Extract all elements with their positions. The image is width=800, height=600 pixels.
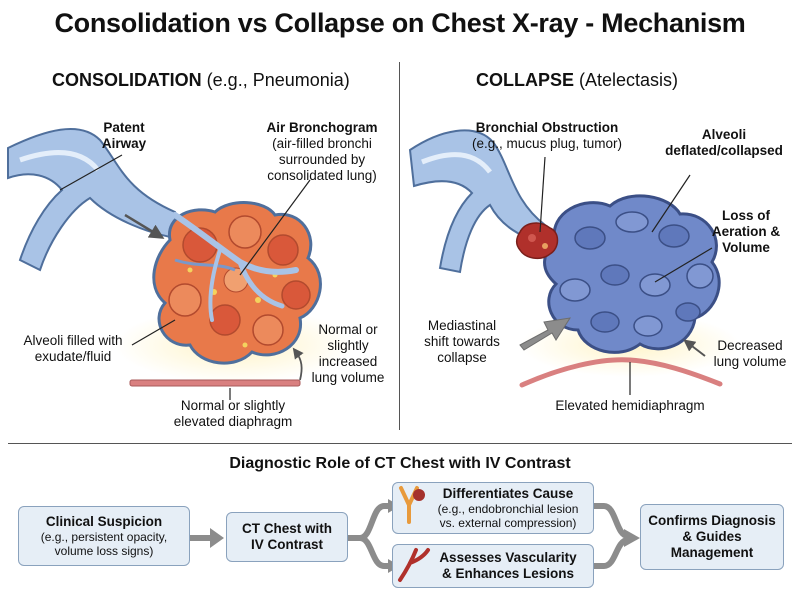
loss-aeration-label: Loss of Aeration & Volume xyxy=(711,208,781,255)
normal-diaphragm-label: Normal or slightly elevated diaphragm xyxy=(173,398,293,429)
normal-diaphragm xyxy=(129,379,301,387)
collapse-airway-icon xyxy=(408,129,557,274)
elevated-hemidiaphragm-label: Elevated hemidiaphragm xyxy=(555,398,705,413)
alveoli-filled-label: Alveoli filled with exudate/fluid xyxy=(23,333,123,364)
mediastinal-shift-arrow-icon xyxy=(519,317,572,351)
airflow-arrow-icon xyxy=(124,213,165,239)
confirms-diagnosis-box: Confirms Diagnosis & Guides Management xyxy=(640,504,784,570)
elevated-hemidiaphragm xyxy=(519,357,723,388)
mediastinal-shift-label: Mediastinal shift towards collapse xyxy=(424,318,500,365)
flowchart-connectors xyxy=(190,499,640,573)
ct-section-heading: Diagnostic Role of CT Chest with IV Cont… xyxy=(229,455,571,472)
alveoli-deflated-label: Alveoli deflated/collapsed xyxy=(665,127,783,158)
air-bronchogram-label: Air Bronchogram (air-filled bronchi surr… xyxy=(266,120,378,183)
differentiates-cause-box: Differentiates Cause (e.g., endobronchia… xyxy=(392,482,594,534)
decreased-volume-arrow-icon xyxy=(683,339,706,357)
air-bronchogram-branches xyxy=(172,212,299,322)
decreased-volume-label: Decreased lung volume xyxy=(713,338,787,369)
bronchial-obstruction-label: Bronchial Obstruction (e.g., mucus plug,… xyxy=(471,120,623,151)
ct-chest-box: CT Chest with IV Contrast xyxy=(226,512,348,562)
consolidation-illustration xyxy=(7,128,355,400)
collapse-illustration xyxy=(408,129,740,395)
collapse-heading: COLLAPSE (Atelectasis) xyxy=(476,70,679,90)
panel-divider-vertical xyxy=(399,62,400,430)
consolidation-heading: CONSOLIDATION (e.g., Pneumonia) xyxy=(52,70,350,90)
clinical-suspicion-box: Clinical Suspicion (e.g., persistent opa… xyxy=(18,506,190,566)
normal-volume-label: Normal or slightly increased lung volume xyxy=(311,322,385,385)
consolidated-alveoli-cluster xyxy=(152,201,322,365)
volume-arrow-icon xyxy=(292,347,304,381)
flow-arrow-clinical-to-ct xyxy=(190,528,224,548)
collapsed-alveoli-cluster xyxy=(543,194,721,354)
section-divider-horizontal xyxy=(8,443,792,444)
patent-airway-label: Patent Airway xyxy=(101,120,147,151)
main-title: Consolidation vs Collapse on Chest X-ray… xyxy=(54,8,746,38)
assesses-vascularity-box: Assesses Vascularity & Enhances Lesions xyxy=(392,544,594,588)
bronchial-obstruction-icon xyxy=(515,222,559,260)
patent-airway-icon xyxy=(7,128,192,272)
